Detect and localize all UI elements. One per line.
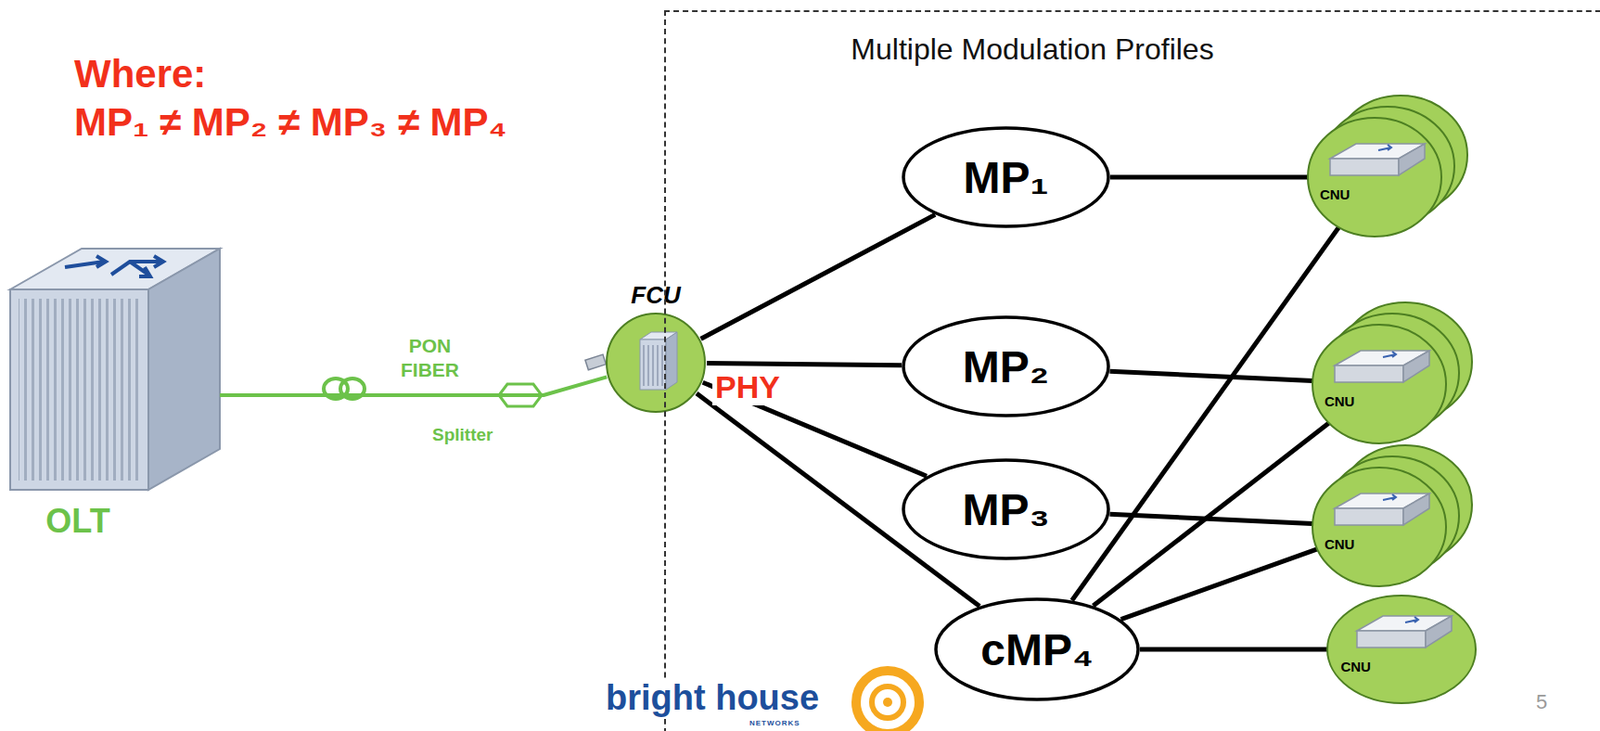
olt-chassis [148, 248, 220, 490]
connector-line [1121, 549, 1319, 620]
logo-subtext: NETWORKS [749, 718, 801, 728]
cnu-device [1334, 508, 1404, 525]
cnu-circle [1312, 467, 1447, 587]
cnu-single: CNU [1325, 591, 1484, 713]
fcu-device [643, 345, 663, 386]
cnu-circle [1312, 324, 1447, 444]
connector-line [701, 214, 936, 339]
cnu-group: CNU [1302, 84, 1488, 238]
fcu-device [640, 339, 666, 390]
cnu-device [1382, 494, 1396, 500]
fcu-node: FCU [604, 311, 707, 414]
node-text: Multiple Modulation Profiles [850, 32, 1214, 67]
connector-line [706, 363, 902, 366]
profile-ellipse: cMP₄ [934, 597, 1140, 702]
logo-ring [856, 670, 920, 731]
fcu-device [665, 332, 678, 390]
logo-ring [871, 686, 904, 718]
cnu-device [1405, 616, 1419, 623]
node-text: FCU [627, 281, 683, 310]
cnu-illustration [1325, 591, 1484, 713]
connector-line [1072, 227, 1340, 601]
profile-ellipse: MP₂ [901, 315, 1111, 418]
edge-label: PON FIBER [398, 333, 461, 384]
connector-line [1110, 175, 1308, 180]
fcu-illustration [604, 311, 707, 414]
cnu-device [1403, 493, 1430, 525]
phy-label: PHY [712, 369, 783, 406]
cnu-device [1330, 158, 1399, 176]
cnu-device [1382, 351, 1396, 358]
cnu-illustration [1306, 434, 1493, 588]
cnu-device [1356, 630, 1426, 648]
splitter-label: Splitter [432, 424, 493, 446]
connector-line [1110, 371, 1314, 381]
ellipse-outline [903, 128, 1109, 227]
olt-device: OLT [10, 244, 220, 491]
cnu-device [1378, 144, 1392, 151]
node-text: CNU [1324, 393, 1356, 410]
cnu-circle [1307, 117, 1442, 237]
olt-chassis [10, 289, 149, 490]
fiber-plug [585, 354, 606, 371]
logo-ring [856, 670, 920, 731]
connector-line [1139, 647, 1328, 653]
modulation-region: Multiple Modulation ProfilesMP₁ MP₂ MP₃ cMP… [664, 10, 1600, 731]
node-text: CNU [1324, 536, 1356, 552]
ellipse-outline [903, 317, 1109, 416]
connector-line [1093, 422, 1330, 606]
cnu-device [1425, 615, 1452, 648]
note-heading: Where: [74, 51, 206, 97]
profile-ellipse: MP₁ [901, 126, 1111, 229]
ellipse-outline [903, 460, 1109, 559]
olt-chassis [18, 298, 141, 481]
cnu-group: CNU [1306, 434, 1493, 588]
cnu-illustration [1302, 84, 1488, 238]
node-text: CNU [1340, 658, 1371, 675]
olt-chassis [10, 248, 220, 490]
cnu-device [1403, 350, 1430, 383]
node-text: MP₂ [962, 341, 1050, 393]
node-text: OLT [45, 501, 110, 541]
node-text: MP₁ [963, 152, 1050, 204]
logo-text: bright house [602, 678, 822, 719]
cnu-device [1334, 365, 1404, 383]
node-text: CNU [1319, 186, 1351, 203]
logo-ring [883, 697, 893, 707]
fcu-circle [606, 313, 705, 412]
slide-number: 5 [1536, 690, 1548, 714]
node-text: cMP₄ [980, 624, 1094, 676]
olt-chassis [111, 256, 164, 277]
note-formula: MP₁ ≠ MP₂ ≠ MP₃ ≠ MP₄ [74, 100, 508, 145]
cnu-illustration [1306, 291, 1493, 445]
profile-ellipse: MP₃ [901, 458, 1111, 561]
olt-chassis [64, 256, 106, 268]
cnu-group: CNU [1306, 291, 1493, 445]
fiber-plug [585, 354, 606, 371]
node-text: MP₃ [961, 484, 1050, 536]
ellipse-outline [935, 599, 1139, 700]
cnu-device [1398, 143, 1425, 176]
cnu-circle [1327, 595, 1476, 704]
